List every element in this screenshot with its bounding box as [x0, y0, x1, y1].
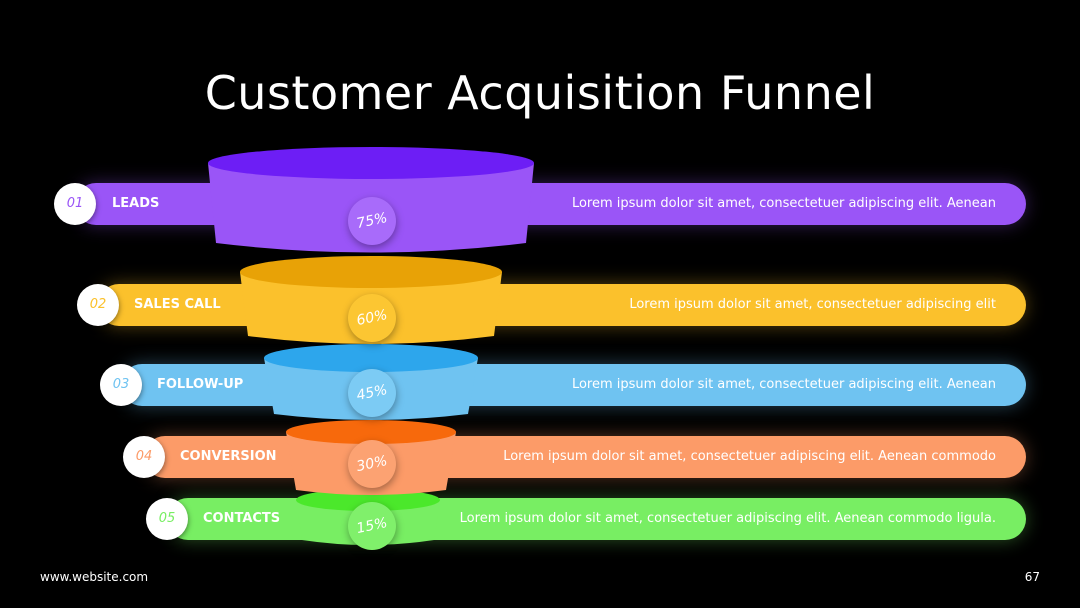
stage-number-badge: 01: [54, 183, 96, 225]
stage-description: Lorem ipsum dolor sit amet, consectetuer…: [503, 449, 996, 464]
stage-label: SALES CALL: [134, 297, 221, 312]
page-title: Customer Acquisition Funnel: [204, 66, 876, 120]
stage-description: Lorem ipsum dolor sit amet, consectetuer…: [459, 511, 996, 526]
page-number: 67: [1024, 570, 1040, 584]
stage-band-conversion: CONVERSION Lorem ipsum dolor sit amet, c…: [144, 436, 1026, 478]
stage-number-badge: 05: [146, 498, 188, 540]
stage-description: Lorem ipsum dolor sit amet, consectetuer…: [571, 377, 996, 392]
stage-description: Lorem ipsum dolor sit amet, consectetuer…: [629, 297, 996, 312]
footer-website: www.website.com: [40, 570, 149, 584]
stage-label: CONTACTS: [203, 511, 281, 526]
stage-label: LEADS: [112, 196, 160, 211]
stage-description: Lorem ipsum dolor sit amet, consectetuer…: [571, 196, 996, 211]
stage-label: FOLLOW-UP: [157, 377, 244, 392]
stage-number-badge: 03: [100, 364, 142, 406]
stage-number-badge: 02: [77, 284, 119, 326]
stage-label: CONVERSION: [180, 449, 277, 464]
stage-number-badge: 04: [123, 436, 165, 478]
